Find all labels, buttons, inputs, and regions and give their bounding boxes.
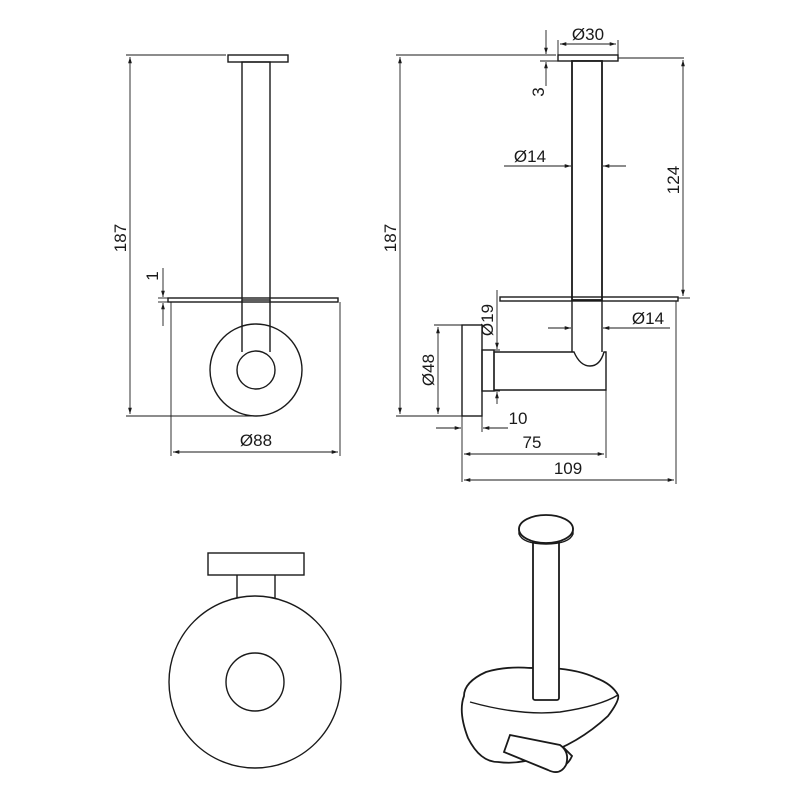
side-view: 187 Ø30 3 124 Ø14 Ø14 Ø19 <box>381 25 690 484</box>
perspective-cap <box>518 514 574 544</box>
front-plate-offset-label: 1 <box>143 271 162 280</box>
front-rod-lower <box>241 300 271 352</box>
perspective-lower-arm <box>502 733 569 774</box>
front-height-label: 187 <box>111 224 130 252</box>
plan-view <box>168 552 342 769</box>
perspective-plate-rim <box>469 694 619 714</box>
side-rod-diameter-label: Ø14 <box>514 147 546 166</box>
side-base-diameter-label: Ø48 <box>419 354 438 386</box>
side-rod <box>571 60 603 301</box>
side-top-plate <box>499 296 679 302</box>
side-neck <box>481 349 495 392</box>
front-base-disc <box>209 323 303 417</box>
side-arm-depth-label: 75 <box>523 433 542 452</box>
front-top-plate <box>167 297 339 303</box>
front-rod <box>241 61 271 301</box>
perspective-cap-edge <box>518 528 574 545</box>
side-rod-length-label: 124 <box>664 166 683 194</box>
front-cap <box>227 54 289 63</box>
side-neck-diameter-label: Ø19 <box>478 304 497 336</box>
side-base-thickness-label: 10 <box>509 409 528 428</box>
perspective-rod <box>532 534 560 701</box>
plan-base-disc <box>168 595 342 769</box>
side-arm-diameter-label: Ø14 <box>632 309 664 328</box>
side-cap-thickness-label: 3 <box>529 87 548 96</box>
side-rod-lower <box>571 300 603 352</box>
side-cap-diameter-label: Ø30 <box>572 25 604 44</box>
perspective-base-plate <box>460 666 620 764</box>
side-height-label: 187 <box>381 224 400 252</box>
side-base-flange <box>461 324 483 417</box>
plan-cap <box>207 552 305 576</box>
front-base-hub <box>236 350 276 390</box>
side-arm <box>493 351 607 391</box>
front-view: 187 1 Ø88 <box>111 54 341 456</box>
perspective-view <box>460 514 620 774</box>
plan-hub <box>225 652 285 712</box>
side-total-depth-label: 109 <box>554 459 582 478</box>
front-base-diameter-label: Ø88 <box>240 431 272 450</box>
